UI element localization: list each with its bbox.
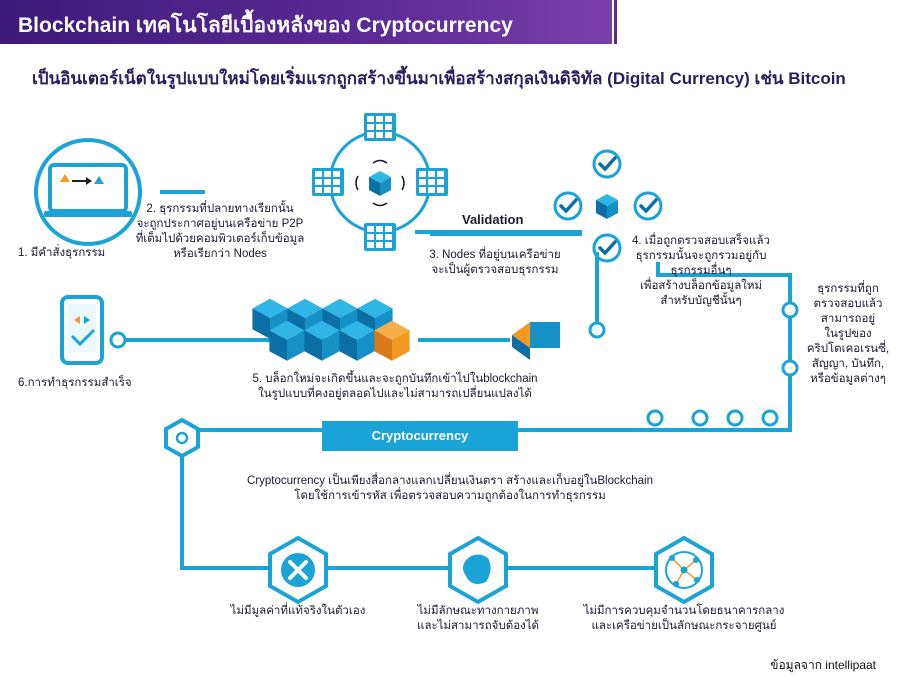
title-accent-bar [614,0,617,44]
feature-hex-3 [654,535,714,605]
crypto-description-line: Cryptocurrency เป็นเพียงสื่อกลางแลกเปลี่… [247,475,653,487]
right-note-line: หรือข้อมูลต่างๆ [810,373,886,385]
right-note-line: สัญญา, บันทึก, [811,358,885,370]
validation-bar [430,230,582,236]
right-note-line: สามารถอยู่ [820,313,876,325]
feature-hex-2 [448,535,508,605]
feature-3-line: และเครือข่ายเป็นลักษณะกระจายศูนย์ [591,620,777,632]
step-5-line: ในรูปแบบที่คงอยู่ตลอดไปและไม่สามารถเปลี่… [258,388,532,400]
step-2-line: จะถูกประกาศอยู่บนเครือข่าย P2P [136,218,304,230]
right-note-line: ในรูปของ [824,328,872,340]
page-title: Blockchain เทคโนโลยีเบื้องหลังของ Crypto… [18,14,513,37]
right-note-line: ตรวจสอบแล้ว [813,298,883,310]
step-2-label: 2. ธุรกรรมที่ปลายทางเรียกนั้น จะถูกประกา… [130,202,310,262]
feature-2-line: และไม่สามารถจับต้องได้ [417,620,539,632]
blockchain-blocks-icon [252,298,410,361]
step-3-line: 3. Nodes ที่อยู่บนเครือข่าย [429,249,561,261]
feature-2-line: ไม่มีลักษณะทางกายภาพ [417,605,539,617]
crypto-hex-icon [164,417,200,459]
p2p-nodes-icon [312,113,448,251]
connector-dots [109,301,799,427]
step-2-line: ที่เต็มไปด้วยคอมพิวเตอร์เก็บข้อมูล [135,233,305,245]
feature-3-line: ไม่มีการควบคุมจำนวนโดยธนาคารกลาง [583,605,785,617]
step-3-line: จะเป็นผู้ตรวจสอบธุรกรรม [431,264,559,276]
step-5-label: 5. บล็อกใหม่จะเกิดขึ้นและจะถูกบันทึกเข้า… [240,372,550,402]
step-3-label: 3. Nodes ที่อยู่บนเครือข่าย จะเป็นผู้ตรว… [410,248,580,278]
crypto-description-line: โดยใช้การเข้ารหัส เพื่อตรวจสอบความถูกต้อ… [294,490,606,502]
right-note: ธุรกรรมที่ถูก ตรวจสอบแล้ว สามารถอยู่ ในร… [800,282,896,387]
step-5-line: 5. บล็อกใหม่จะเกิดขึ้นและจะถูกบันทึกเข้า… [252,373,538,385]
phone-check-icon [60,295,104,365]
step-4-label: 4. เมื่อถูกตรวจสอบเสร็จแล้ว ธุรกรรมนั้นจ… [616,234,786,309]
source-credit: ข้อมูลจาก intellipaat [770,658,876,672]
step-2-line: 2. ธุรกรรมที่ปลายทางเรียกนั้น [146,203,294,215]
feature-2-label: ไม่มีลักษณะทางกายภาพ และไม่สามารถจับต้อง… [390,604,566,634]
step-4-line: ธุรกรรมนั้นจะถูกรวมอยู่กับ [635,250,767,262]
right-note-line: ธุรกรรมที่ถูก [817,283,879,295]
step-4-line: ธุรกรรมอื่นๆ [670,265,732,277]
title-banner: Blockchain เทคโนโลยีเบื้องหลังของ Crypto… [0,0,612,44]
step-1-label: 1. มีคำสั่งธุรกรรม [18,247,106,259]
crypto-description: Cryptocurrency เป็นเพียงสื่อกลางแลกเปลี่… [200,474,700,504]
laptop-icon [34,138,142,246]
step-6-label: 6.การทำธุรกรรมสำเร็จ [18,377,132,389]
step-2-line: หรือเรียกว่า Nodes [173,248,267,260]
step-4-line: สำหรับบัญชีนั้นๆ [660,295,742,307]
feature-hex-1 [268,535,328,605]
step-4-line: เพื่อสร้างบล็อกข้อมูลใหม่ [639,280,763,292]
validation-label: Validation [462,212,524,227]
step-4-line: 4. เมื่อถูกตรวจสอบเสร็จแล้ว [632,235,770,247]
page-subtitle: เป็นอินเตอร์เน็ตในรูปแบบใหม่โดยเริ่มแรกถ… [32,69,846,88]
feature-1-line: ไม่มีมูลค่าที่แท้จริงในตัวเอง [230,605,366,617]
feature-1-label: ไม่มีมูลค่าที่แท้จริงในตัวเอง [200,604,396,619]
right-note-line: คริปโตเคอเรนซี่, [806,343,890,355]
new-block-icon [512,322,560,360]
cryptocurrency-band: Cryptocurrency [322,421,518,451]
feature-3-label: ไม่มีการควบคุมจำนวนโดยธนาคารกลาง และเครื… [576,604,792,634]
